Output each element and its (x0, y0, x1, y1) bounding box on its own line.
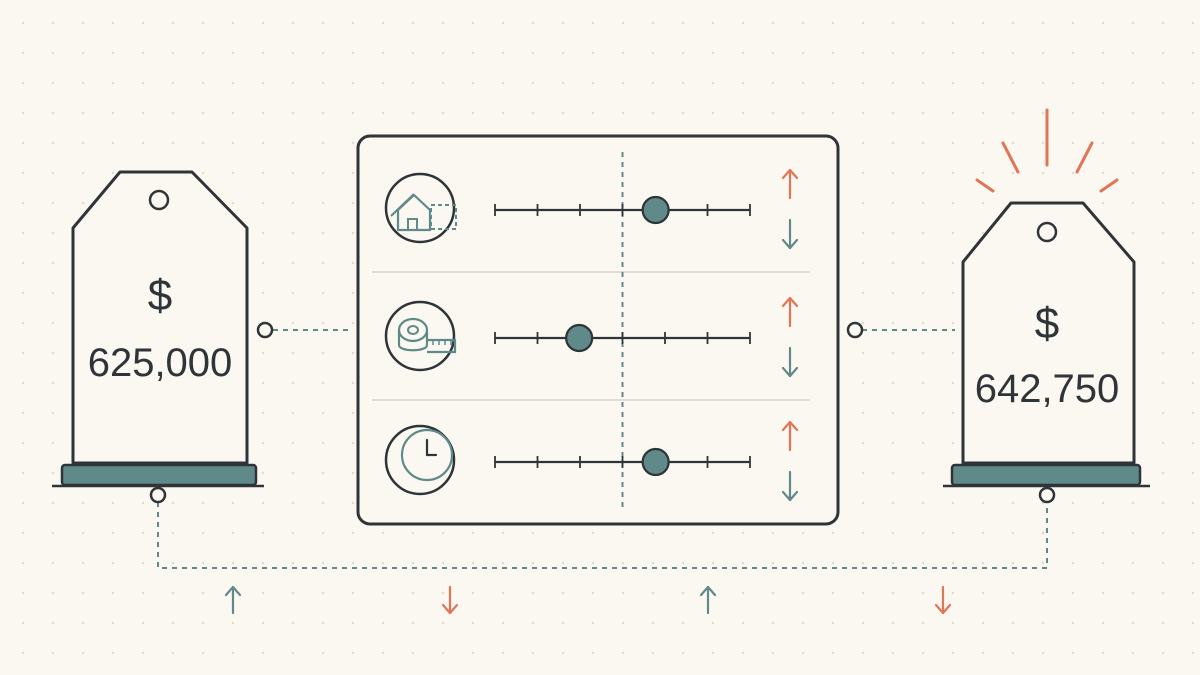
arrow-down-icon (781, 218, 799, 250)
arrow-down-icon (441, 585, 459, 615)
clock-icon (384, 424, 456, 496)
tag-base (950, 463, 1142, 487)
price-tag-left: $ 625,000 (52, 170, 264, 488)
arrow-down-icon (781, 470, 799, 502)
currency-symbol-left: $ (148, 271, 172, 320)
slider-group (494, 195, 751, 477)
arrow-down-icon (934, 585, 952, 615)
tag-hole (148, 189, 170, 211)
slider-2[interactable] (494, 323, 751, 353)
connector-right (846, 321, 955, 339)
arrow-up-icon (781, 420, 799, 452)
arrow-down-icon (781, 346, 799, 378)
tag-base (60, 463, 258, 487)
arrow-up-icon (699, 585, 717, 615)
arrow-up-icon (781, 296, 799, 328)
arrow-up-icon (224, 585, 242, 615)
adjustment-panel (356, 134, 840, 526)
slider-3[interactable] (494, 447, 751, 477)
currency-symbol-right: $ (1035, 299, 1059, 348)
slider-1[interactable] (494, 195, 751, 225)
bottom-arrows (224, 585, 952, 615)
price-tag-right: $ 642,750 (943, 201, 1150, 488)
highlight-rays (975, 108, 1119, 193)
arrow-up-icon (781, 168, 799, 200)
connector-bottom (149, 486, 1056, 569)
house-expansion-icon (384, 172, 457, 244)
tag-hole (1036, 221, 1058, 243)
slider-knob[interactable] (565, 323, 594, 353)
slider-knob[interactable] (641, 447, 670, 477)
slider-knob[interactable] (641, 195, 670, 225)
connector-left (256, 321, 352, 339)
price-amount-right: 642,750 (975, 367, 1120, 411)
measuring-tape-icon (384, 300, 457, 372)
row-arrow-group (781, 168, 799, 502)
price-amount-left: 625,000 (88, 341, 233, 385)
